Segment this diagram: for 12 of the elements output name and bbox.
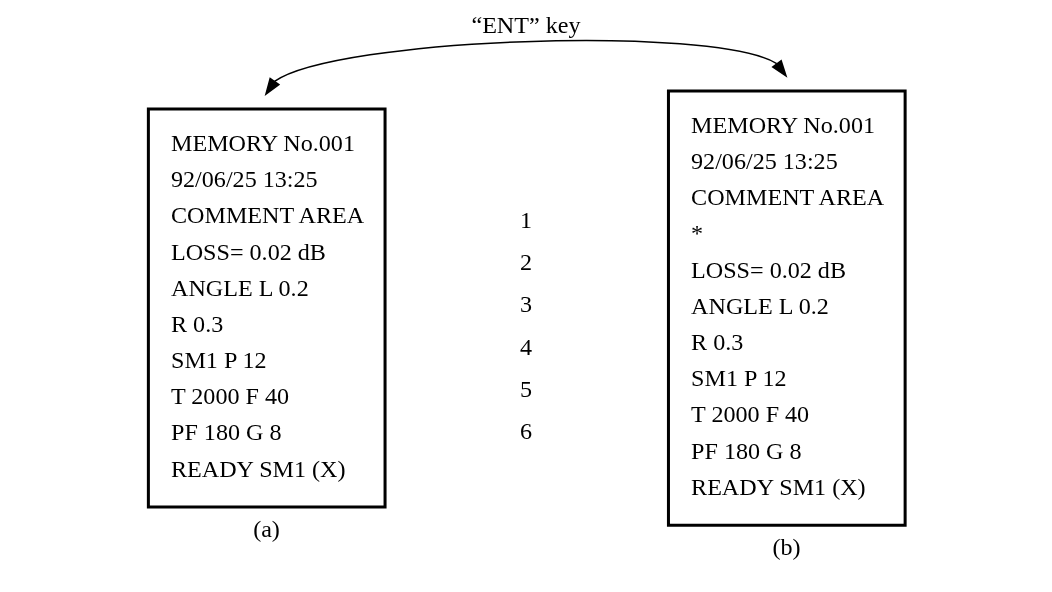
edge-label: “ENT” key (471, 12, 581, 39)
label: 2 (519, 249, 533, 276)
arrow (264, 39, 788, 96)
node-box: MEMORY No.001 92/06/25 13:25 COMMENT AREA * LOSS= 0.02 dB ANGLE L 0.2 R 0.3 SM1 P 12 T 2000 F 40 PF 180 G 8 READY SM1 (X) (666, 89, 907, 527)
label: 4 (519, 333, 533, 360)
label: 5 (519, 375, 533, 402)
label: 3 (519, 291, 533, 318)
node-box: MEMORY No.001 92/06/25 13:25 COMMENT AREA LOSS= 0.02 dB ANGLE L 0.2 R 0.3 SM1 P 12 T 2000 F 40 PF 180 G 8 READY SM1 (X) (146, 107, 387, 509)
label: 1 (519, 206, 533, 233)
node-label: (a) (253, 515, 280, 542)
label: 6 (519, 417, 533, 444)
node-label: (b) (772, 533, 801, 560)
